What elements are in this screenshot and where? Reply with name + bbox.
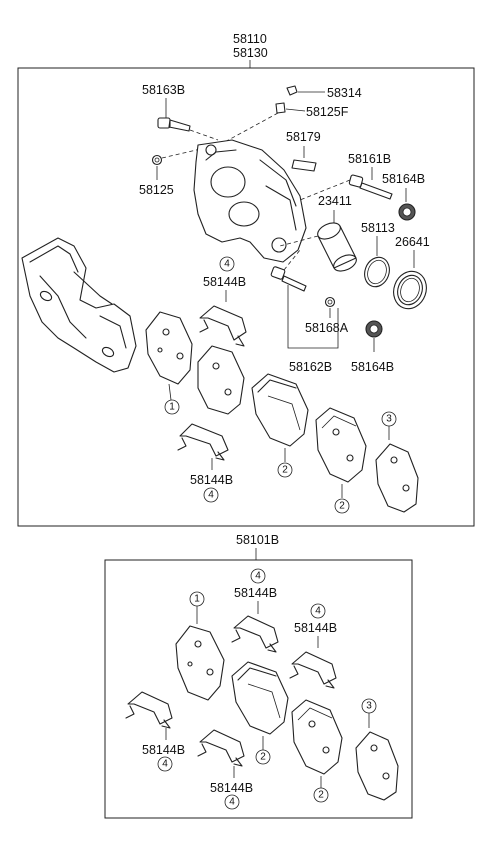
- callout-3-upper: 3: [381, 411, 397, 427]
- brake-pad-outer-b: [315, 407, 367, 483]
- plate-58179: [291, 159, 317, 172]
- label-58168A: 58168A: [305, 321, 349, 335]
- callout-4-lower: 4: [203, 487, 219, 503]
- caliper-assembly-frame: [17, 67, 475, 527]
- piston-boot: [393, 270, 427, 310]
- kit-pad-outer-b: [291, 699, 343, 775]
- guide-bolt-right: [348, 174, 393, 200]
- guide-bolt-lower: [270, 266, 307, 292]
- kit-label-58144B-a: 58144B: [234, 586, 277, 600]
- piston: [317, 222, 357, 272]
- washer-58168A: [324, 296, 336, 308]
- dust-cap-lower: [365, 320, 383, 338]
- kit-clip-d: [197, 729, 245, 767]
- caliper-bracket: [21, 237, 137, 373]
- bleeder-cap: [286, 85, 298, 96]
- kit-label-58144B-b: 58144B: [294, 621, 337, 635]
- svg-text:2: 2: [260, 752, 266, 763]
- label-58163B: 58163B: [142, 83, 185, 97]
- label-58161B: 58161B: [348, 152, 391, 166]
- kit-label-58144B-d: 58144B: [210, 781, 253, 795]
- callout-1-upper: 1: [164, 399, 180, 415]
- brake-pad-outer-a: [251, 373, 309, 447]
- kit-callout-4-d: 4: [224, 794, 240, 810]
- kit-pad-outer-a: [231, 661, 289, 735]
- label-58144B-lower: 58144B: [190, 473, 233, 487]
- dust-cap-upper: [398, 203, 416, 221]
- label-58314: 58314: [327, 86, 362, 100]
- label-58162B: 58162B: [289, 360, 332, 374]
- label-58164B-upper: 58164B: [382, 172, 425, 186]
- kit-callout-4-a: 4: [250, 568, 266, 584]
- label-58125F: 58125F: [306, 105, 349, 119]
- pad-shim-upper: [375, 443, 419, 513]
- svg-text:4: 4: [229, 797, 235, 808]
- kit-callout-4-c: 4: [157, 756, 173, 772]
- svg-text:4: 4: [208, 490, 214, 501]
- kit-pad-shim: [355, 731, 399, 801]
- callout-2-a: 2: [277, 462, 293, 478]
- svg-text:1: 1: [169, 402, 175, 413]
- label-58113: 58113: [361, 221, 395, 235]
- guide-bolt-upper: [157, 117, 191, 132]
- assembly-number-58110: 58110: [233, 32, 267, 46]
- label-58125: 58125: [139, 183, 174, 197]
- svg-text:2: 2: [318, 790, 324, 801]
- svg-text:4: 4: [255, 571, 261, 582]
- svg-text:4: 4: [224, 259, 230, 270]
- kit-callout-2-a: 2: [255, 749, 271, 765]
- svg-text:2: 2: [282, 465, 288, 476]
- svg-text:4: 4: [315, 606, 321, 617]
- svg-text:4: 4: [162, 759, 168, 770]
- label-58144B-upper: 58144B: [203, 275, 246, 289]
- brake-pad-inner: [145, 311, 245, 415]
- kit-label-58144B-c: 58144B: [142, 743, 185, 757]
- washer-58125: [151, 154, 163, 166]
- assembly-number-58130: 58130: [233, 46, 268, 60]
- kit-pad-inner: [175, 625, 225, 701]
- callout-4-upper: 4: [219, 256, 235, 272]
- kit-callout-2-b: 2: [313, 787, 329, 803]
- svg-text:2: 2: [339, 501, 345, 512]
- bleeder-screw: [275, 102, 286, 114]
- kit-clip-c: [125, 691, 173, 729]
- kit-clip-a: [231, 615, 279, 653]
- pad-kit-frame: [104, 559, 413, 819]
- label-23411: 23411: [318, 194, 352, 208]
- label-26641: 26641: [395, 235, 430, 249]
- caliper-housing: [193, 139, 307, 263]
- piston-seal: [364, 256, 390, 288]
- label-58179: 58179: [286, 130, 321, 144]
- label-58164B-lower: 58164B: [351, 360, 394, 374]
- svg-text:3: 3: [386, 414, 392, 425]
- kit-callout-1: 1: [189, 591, 205, 607]
- pad-clip-lower: [177, 423, 229, 461]
- callout-2-b: 2: [334, 498, 350, 514]
- kit-number-58101B: 58101B: [236, 533, 279, 547]
- svg-text:3: 3: [366, 701, 372, 712]
- kit-callout-4-b: 4: [310, 603, 326, 619]
- svg-text:1: 1: [194, 594, 200, 605]
- kit-clip-b: [289, 651, 337, 689]
- pad-clip-upper: [199, 305, 247, 347]
- kit-callout-3: 3: [361, 698, 377, 714]
